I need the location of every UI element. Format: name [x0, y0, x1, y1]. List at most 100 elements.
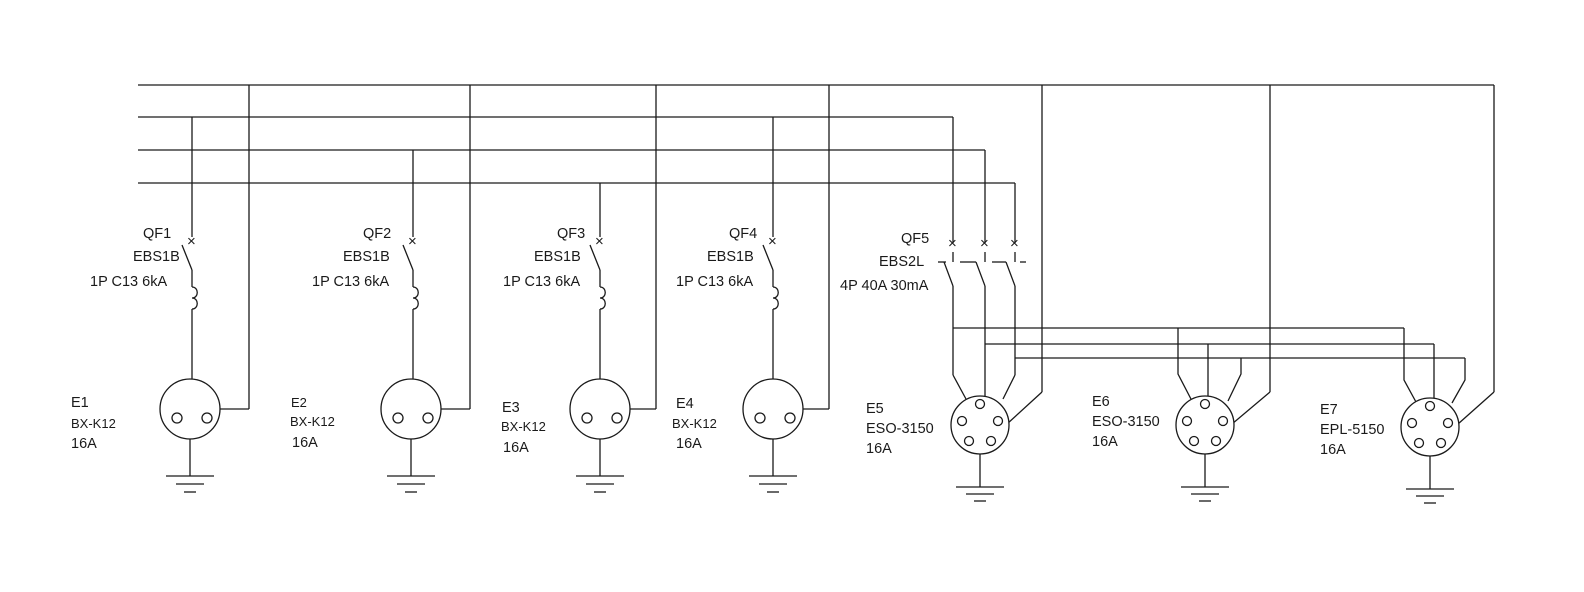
- qf1-trip-mark: ×: [187, 233, 196, 250]
- qf3-rating: 1P C13 6kA: [503, 274, 580, 290]
- e7-model: EPL-5150: [1320, 422, 1385, 438]
- e5-feed-1: [952, 374, 967, 400]
- single-pole-circuits: × × × ×: [159, 85, 830, 493]
- circuit-4: ×: [742, 85, 830, 493]
- e6-model: ESO-3150: [1092, 414, 1160, 430]
- e7-pin-4: [1413, 437, 1425, 449]
- bus-bars: [138, 84, 1494, 184]
- e3-pin-right: [611, 412, 623, 424]
- e1-model: BX-K12: [71, 416, 116, 431]
- e4-model: BX-K12: [672, 416, 717, 431]
- qf2-name: QF2: [363, 226, 391, 242]
- e7-pin-3: [1442, 417, 1454, 429]
- socket-e7-group: [1400, 397, 1460, 504]
- qf5-model: EBS2L: [879, 254, 924, 270]
- e1-pin-right: [201, 412, 213, 424]
- breaker-qf5-symbol: × × ×: [938, 117, 1026, 398]
- socket-e2: [380, 378, 442, 440]
- e2-pin-right: [422, 412, 434, 424]
- e6-pin-5: [1210, 435, 1222, 447]
- e6-n-link: [1231, 391, 1271, 425]
- e7-pin-5: [1435, 437, 1447, 449]
- e7-rating: 16A: [1320, 442, 1346, 458]
- qf4-name: QF4: [729, 226, 757, 242]
- e7-feed-3: [1451, 358, 1466, 404]
- qf5-trip-mark-1: ×: [948, 235, 957, 252]
- qf3-name: QF3: [557, 226, 585, 242]
- qf4-trip-mark: ×: [768, 233, 777, 250]
- e2-pin-left: [392, 412, 404, 424]
- e4-pin-left: [754, 412, 766, 424]
- e3-name: E3: [502, 400, 520, 416]
- qf5-name: QF5: [901, 231, 929, 247]
- e5-pin-1: [974, 398, 986, 410]
- e5-model: ESO-3150: [866, 421, 934, 437]
- qf4-model: EBS1B: [707, 249, 754, 265]
- e6-pin-4: [1188, 435, 1200, 447]
- e5-n-link: [1006, 391, 1043, 425]
- e6-feed-3: [1227, 358, 1242, 402]
- qf1-switch-blade: [181, 244, 193, 271]
- e3-model: BX-K12: [501, 419, 546, 434]
- qf1-rating: 1P C13 6kA: [90, 274, 167, 290]
- e1-name: E1: [71, 395, 89, 411]
- e5-pin-5: [985, 435, 997, 447]
- qf5-rating: 4P 40A 30mA: [840, 278, 929, 294]
- e5-pin-3: [992, 415, 1004, 427]
- e7-name: E7: [1320, 402, 1338, 418]
- qf5-pole-3-blade: [1005, 261, 1016, 287]
- e6-rating: 16A: [1092, 434, 1118, 450]
- e3-rating: 16A: [503, 440, 529, 456]
- multi-pin-sockets: [950, 395, 1460, 504]
- socket-e5-group: [950, 395, 1010, 502]
- e6-name: E6: [1092, 394, 1110, 410]
- qf2-switch-blade: [402, 244, 414, 271]
- qf5-trip-mark-3: ×: [1010, 235, 1019, 252]
- qf4-rating: 1P C13 6kA: [676, 274, 753, 290]
- e4-rating: 16A: [676, 436, 702, 452]
- e6-pin-3: [1217, 415, 1229, 427]
- qf3-model: EBS1B: [534, 249, 581, 265]
- e7-pin-1: [1424, 400, 1436, 412]
- qf2-rating: 1P C13 6kA: [312, 274, 389, 290]
- socket-e6-group: [1175, 395, 1235, 502]
- e7-pin-2: [1406, 417, 1418, 429]
- socket-e1: [159, 378, 221, 440]
- e6-pin-2: [1181, 415, 1193, 427]
- circuit-1: ×: [159, 85, 250, 493]
- qf1-name: QF1: [143, 226, 171, 242]
- e4-name: E4: [676, 396, 694, 412]
- e2-rating: 16A: [292, 435, 318, 451]
- qf5-distribution: [952, 85, 1495, 425]
- qf2-trip-coil: [412, 286, 419, 310]
- e6-pin-1: [1199, 398, 1211, 410]
- circuit-3: ×: [569, 85, 657, 493]
- e4-pin-right: [784, 412, 796, 424]
- qf5-pole-2-blade: [975, 261, 986, 287]
- e1-pin-left: [171, 412, 183, 424]
- qf3-trip-coil: [599, 286, 606, 310]
- e7-feed-1: [1403, 328, 1417, 403]
- e2-name: E2: [291, 395, 307, 410]
- e5-pin-4: [963, 435, 975, 447]
- qf1-trip-coil: [191, 286, 198, 310]
- qf4-switch-blade: [762, 244, 774, 271]
- socket-e3: [569, 378, 631, 440]
- e1-rating: 16A: [71, 436, 97, 452]
- qf5-pole-1-blade: [943, 261, 954, 287]
- qf2-trip-mark: ×: [408, 233, 417, 250]
- qf2-model: EBS1B: [343, 249, 390, 265]
- e6-feed-1: [1177, 328, 1193, 402]
- e5-rating: 16A: [866, 441, 892, 457]
- e2-model: BX-K12: [290, 414, 335, 429]
- qf1-model: EBS1B: [133, 249, 180, 265]
- socket-e4: [742, 378, 804, 440]
- e3-pin-left: [581, 412, 593, 424]
- e5-pin-2: [956, 415, 968, 427]
- circuit-2: ×: [380, 85, 471, 493]
- e5-name: E5: [866, 401, 884, 417]
- qf5-trip-mark-2: ×: [980, 235, 989, 252]
- qf3-switch-blade: [589, 244, 601, 271]
- qf3-trip-mark: ×: [595, 233, 604, 250]
